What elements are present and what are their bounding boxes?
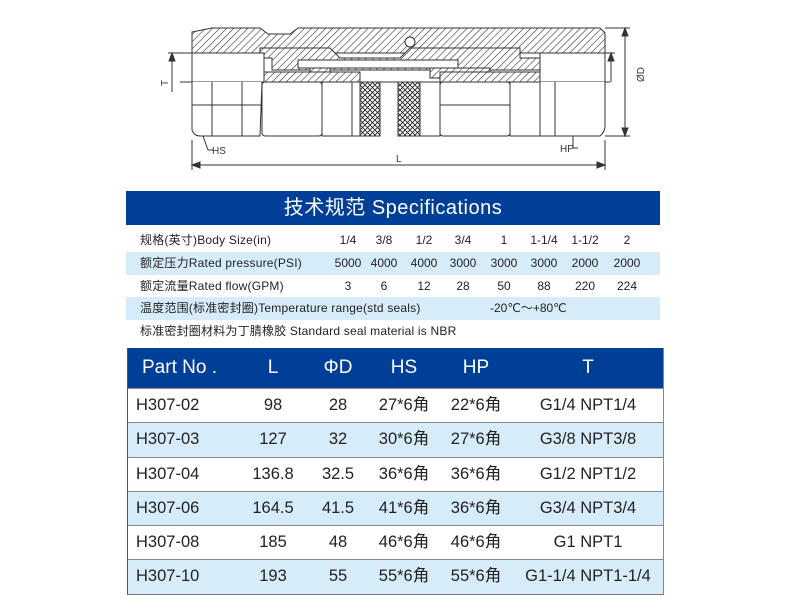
spec-label: 规格(英寸)Body Size(in) [140,233,272,247]
cell-hs: 27*6角 [378,396,430,414]
cell-d: 55 [328,567,348,586]
spec-value: 12 [417,278,431,293]
column-header-l: L [267,357,279,378]
spec-value: 3000 [530,255,558,270]
spec-row-rated-flow: 额定流量Rated flow(GPM) 3 6 12 28 50 88 220 … [126,275,660,298]
spec-row-temperature: 温度范围(标准密封圈)Temperature range(std seals) … [126,297,660,321]
spec-value: 3000 [490,255,518,270]
cell-hp: 55*6角 [450,567,502,586]
spec-value: 220 [574,278,596,293]
cell-hp: 36*6角 [450,464,502,483]
table-row: H307-06 164.5 41.5 41*6角 36*6角 G3/4 NPT3… [128,490,663,526]
cell-part-no: H307-02 [136,396,200,414]
cell-hs: 36*6角 [378,464,430,483]
cell-hs: 46*6角 [378,533,430,552]
cell-l: 164.5 [252,498,294,517]
cell-l: 127 [259,430,287,449]
cell-t: G1/4 NPT1/4 [539,396,637,414]
spec-value: 4000 [370,255,398,270]
spec-label: 额定压力Rated pressure(PSI) [140,255,302,270]
cell-l: 98 [263,396,283,414]
spec-value: 28 [456,278,470,293]
parts-table: Part No . L ΦD HS HP T H307-02 98 28 27*… [127,348,664,595]
cell-t: G3/4 NPT3/4 [539,498,637,517]
column-header-hs: HS [390,357,418,378]
spec-value: 2 [623,233,631,247]
cell-t: G1 NPT1 [553,533,623,552]
cell-t: G1/2 NPT1/2 [539,464,637,483]
dim-label-hp: HP [560,144,574,155]
spec-value: 1 [500,233,508,247]
cell-hs: 30*6角 [378,430,430,449]
spec-label: 温度范围(标准密封圈)Temperature range(std seals) [140,301,421,316]
spec-value: 2000 [613,255,641,270]
cell-hp: 22*6角 [450,396,502,414]
cell-hp: 46*6角 [450,533,502,552]
dim-label-hs: HS [212,146,226,157]
spec-row-rated-pressure: 额定压力Rated pressure(PSI) 5000 4000 4000 3… [126,251,660,275]
cell-d: 48 [328,533,348,552]
cell-d: 32.5 [321,464,355,483]
table-row: H307-08 185 48 46*6角 46*6角 G1 NPT1 [128,525,663,559]
spec-label: 标准密封圈材料为丁腈橡胶 Standard seal material is N… [140,324,457,339]
spec-value: -20℃～+80℃ [490,301,567,316]
spec-row-body-size: 规格(英寸)Body Size(in) 1/4 3/8 1/2 3/4 1 1-… [126,229,660,252]
cell-t: G3/8 NPT3/8 [539,430,637,449]
spec-value: 1/4 [339,233,357,247]
table-row: H307-04 136.8 32.5 36*6角 36*6角 G1/2 NPT1… [128,456,663,491]
spec-value: 2000 [571,255,599,270]
spec-value: 4000 [410,255,438,270]
table-row: H307-03 127 32 30*6角 27*6角 G3/8 NPT3/8 [128,422,663,457]
cell-part-no: H307-04 [136,464,200,483]
spec-value: 1-1/2 [571,233,599,247]
cell-hp: 27*6角 [450,430,502,449]
cell-hp: 36*6角 [450,498,502,517]
specifications-title: 技术规范 Specifications [126,191,660,225]
spec-value: 3/8 [375,233,393,247]
parts-table-header: Part No . L ΦD HS HP T [128,348,663,388]
column-header-d: ΦD [323,357,353,378]
spec-value: 50 [497,278,511,293]
spec-value: 224 [616,278,638,293]
cell-part-no: H307-06 [136,498,200,517]
cell-l: 136.8 [252,464,294,483]
cell-d: 32 [328,430,348,449]
dim-label-l: L [396,154,402,165]
table-row: H307-10 193 55 55*6角 55*6角 G1-1/4 NPT1-1… [128,559,663,594]
cell-l: 193 [259,567,287,586]
spec-value: 3000 [449,255,477,270]
cell-hs: 41*6角 [378,498,430,517]
spec-value: 3 [344,278,352,293]
cell-l: 185 [259,533,287,552]
specifications-table: 规格(英寸)Body Size(in) 1/4 3/8 1/2 3/4 1 1-… [126,229,660,343]
spec-value: 3/4 [454,233,472,247]
column-header-hp: HP [462,357,490,378]
spec-value: 1-1/4 [530,233,558,247]
cell-t: G1-1/4 NPT1-1/4 [525,567,651,586]
cell-d: 41.5 [321,498,355,517]
spec-value: 88 [537,278,551,293]
cell-part-no: H307-08 [136,533,200,552]
table-row: H307-02 98 28 27*6角 22*6角 G1/4 NPT1/4 [128,388,663,422]
spec-value: 6 [380,278,388,293]
cell-part-no: H307-10 [136,567,200,586]
dim-label-d: ØD [636,67,647,82]
spec-value: 1/2 [415,233,433,247]
cell-hs: 55*6角 [378,567,430,586]
column-header-t: T [582,357,594,378]
coupling-technical-drawing: T HS HP L ØD [160,26,647,170]
dim-label-t: T [160,80,171,86]
spec-row-seal-material: 标准密封圈材料为丁腈橡胶 Standard seal material is N… [126,320,660,343]
spec-label: 额定流量Rated flow(GPM) [140,278,284,293]
cell-d: 28 [328,396,348,414]
spec-value: 5000 [334,255,362,270]
column-header-part-no: Part No . [142,357,217,378]
cell-part-no: H307-03 [136,430,200,449]
